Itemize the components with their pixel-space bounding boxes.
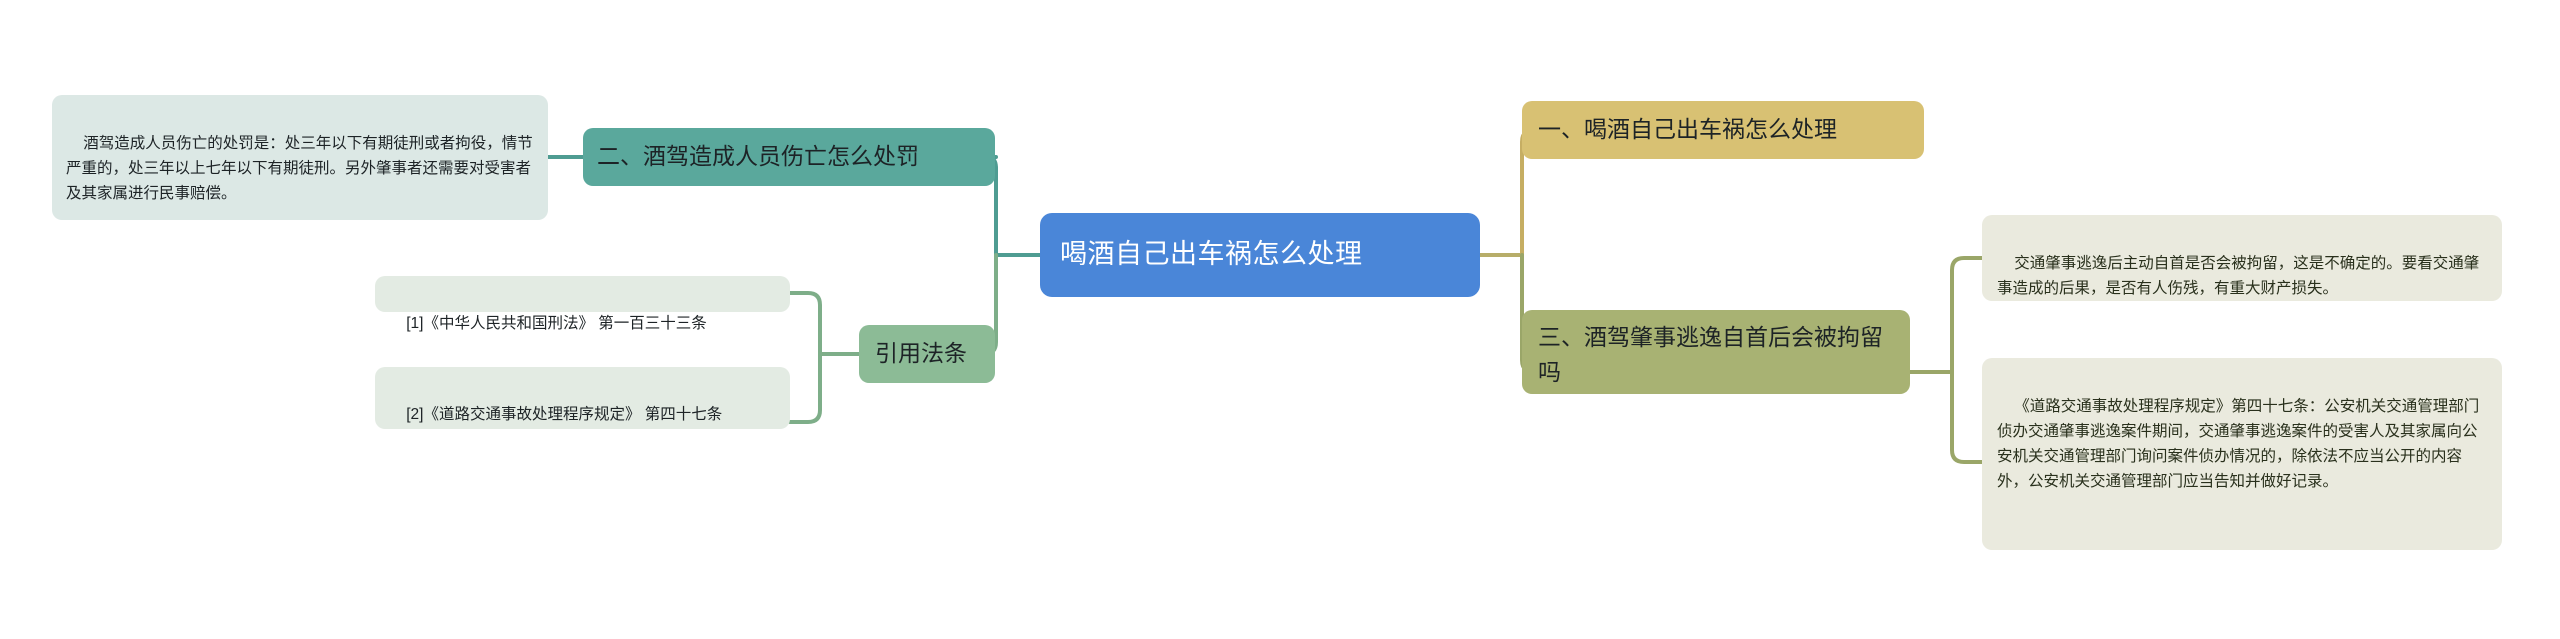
leaf-citation-2[interactable]: [2]《道路交通事故处理程序规定》 第四十七条 [375,367,790,429]
leaf-text: [2]《道路交通事故处理程序规定》 第四十七条 [406,406,723,424]
leaf-regulation-article-47[interactable]: 《道路交通事故处理程序规定》第四十七条：公安机关交通管理部门侦办交通肇事逃逸案件… [1982,358,2502,550]
leaf-text: 《道路交通事故处理程序规定》第四十七条：公安机关交通管理部门侦办交通肇事逃逸案件… [1997,398,2480,491]
branch-node-cited-statutes[interactable]: 引用法条 [859,325,995,383]
leaf-text: 交通肇事逃逸后主动自首是否会被拘留，这是不确定的。要看交通肇事造成的后果，是否有… [1997,255,2480,298]
branch-node-label: 二、酒驾造成人员伤亡怎么处罚 [597,143,919,170]
branch-node-hit-and-run-surrender-detention[interactable]: 三、酒驾肇事逃逸自首后会被拘留吗 [1522,310,1910,394]
leaf-casualty-penalty-detail[interactable]: 酒驾造成人员伤亡的处罚是：处三年以下有期徒刑或者拘役，情节严重的，处三年以上七年… [52,95,548,220]
branch-node-label: 三、酒驾肇事逃逸自首后会被拘留吗 [1538,324,1883,385]
root-node-label: 喝酒自己出车祸怎么处理 [1060,239,1363,270]
leaf-citation-1[interactable]: [1]《中华人民共和国刑法》 第一百三十三条 [375,276,790,332]
branch-node-label: 一、喝酒自己出车祸怎么处理 [1538,116,1837,143]
branch-node-self-crash-handling[interactable]: 一、喝酒自己出车祸怎么处理 [1522,101,1924,159]
root-node[interactable]: 喝酒自己出车祸怎么处理 [1040,213,1480,297]
branch-node-label: 引用法条 [875,340,967,367]
leaf-text: 酒驾造成人员伤亡的处罚是：处三年以下有期徒刑或者拘役，情节严重的，处三年以上七年… [66,135,533,203]
leaf-text: [1]《中华人民共和国刑法》 第一百三十三条 [406,315,707,333]
branch-node-drunk-driving-casualty-penalty[interactable]: 二、酒驾造成人员伤亡怎么处罚 [583,128,995,186]
leaf-detention-uncertainty[interactable]: 交通肇事逃逸后主动自首是否会被拘留，这是不确定的。要看交通肇事造成的后果，是否有… [1982,215,2502,301]
